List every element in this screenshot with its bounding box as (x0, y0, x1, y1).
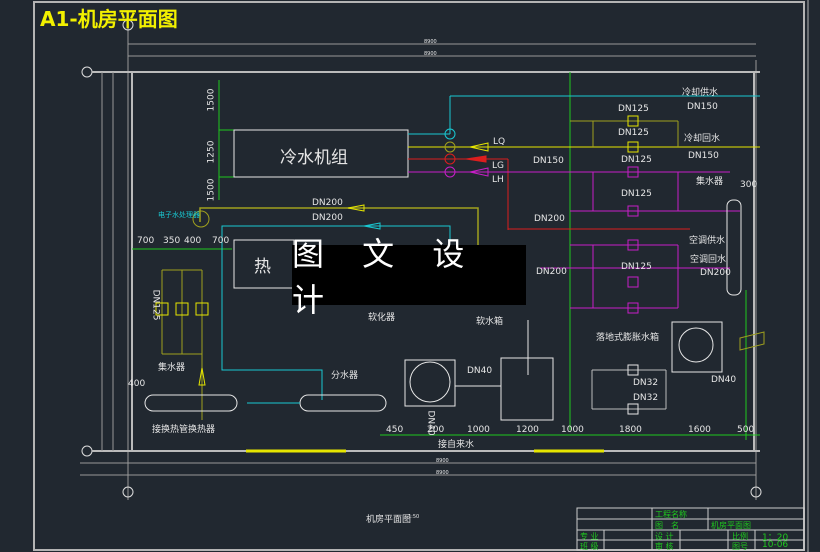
expansion-tank[interactable] (671, 321, 723, 373)
left-collector-bar[interactable] (144, 394, 238, 412)
dim-bottom-2: 200 (427, 425, 445, 435)
lh-label: LH (492, 175, 504, 185)
caption-scale: 1:50 (408, 514, 420, 520)
water-treatment-device[interactable] (192, 210, 210, 228)
dn200-label-e: DN200 (700, 268, 731, 278)
softener[interactable] (404, 359, 456, 407)
dim-top-1: 8900 (424, 39, 437, 45)
tb-number-value: 10-06 (762, 540, 789, 550)
dim-bottom-overall-2: 8900 (436, 470, 449, 476)
dn150-label-b: DN150 (688, 151, 719, 161)
drawing-frame (33, 1, 805, 551)
distributor-label: 分水器 (331, 371, 359, 381)
dn32-label-a: DN32 (633, 378, 659, 388)
tb-scale-value: 1：20 (762, 533, 789, 543)
green-dimension-lines (132, 72, 760, 440)
dim-bottom-7: 1600 (688, 425, 711, 435)
dim-left-2: 1250 (206, 140, 217, 164)
tb-major-label: 专 业 (580, 532, 599, 541)
dn40-label-b: DN40 (711, 375, 737, 385)
dim-bottom-1: 450 (386, 425, 404, 435)
dim-row-4: 700 (212, 236, 230, 246)
caption-name: 机房平面图 (366, 515, 412, 525)
soft-water-tank-label: 软水箱 (476, 317, 504, 327)
dn200-label-a: DN200 (312, 198, 343, 208)
dim-row-1: 700 (137, 236, 155, 246)
dn40-label-a: DN40 (467, 366, 493, 376)
axis-bubble-2-bottom (750, 486, 762, 498)
axis-bubble-1-top (122, 19, 134, 31)
dn200-label-d: DN200 (536, 267, 567, 277)
heat-pump-label: 热 (254, 257, 271, 277)
dim-top-2: 8900 (424, 51, 437, 57)
lg-label: LG (492, 161, 504, 171)
drawing-title: A1-机房平面图 (40, 7, 178, 31)
collector-left-label: 集水器 (158, 363, 186, 373)
right-collector[interactable] (726, 199, 742, 296)
dn125-label-3: DN125 (621, 155, 652, 165)
dn200-label-c: DN200 (534, 214, 565, 224)
exchanger-label: 接换热管换热器 (152, 425, 216, 435)
dn125-label-2: DN125 (618, 128, 649, 138)
dim-row-2: 350 (163, 236, 181, 246)
title-block (576, 507, 805, 551)
dn150-label-c: DN150 (533, 156, 564, 166)
dim-400: 400 (128, 379, 146, 389)
dim-row-3: 400 (184, 236, 202, 246)
cooling-supply-label: 冷却供水 (682, 88, 719, 98)
softener-label: 软化器 (368, 313, 396, 323)
watermark-overlay: 图 文 设 计 (292, 235, 526, 319)
dn125-label-5: DN125 (621, 262, 652, 272)
tb-drawing-name: 机房平面图 (711, 521, 751, 530)
dim-bottom-8: 500 (737, 425, 755, 435)
right-pump-array (570, 115, 740, 415)
chiller-label: 冷水机组 (280, 148, 348, 168)
tb-scale-label: 比例 (732, 532, 748, 541)
tb-review-label: 审 核 (655, 542, 674, 551)
dn125-label-4: DN125 (621, 189, 652, 199)
dim-left-3: 1500 (206, 178, 217, 202)
collector-right-label: 集水器 (696, 177, 724, 187)
dim-bottom-overall-1: 8900 (436, 458, 449, 464)
soft-water-tank[interactable] (500, 357, 554, 421)
dn125-vertical-label: DN125 (150, 289, 161, 321)
tb-number-label: 图号 (732, 542, 748, 551)
ac-return-label: 空调回水 (690, 255, 727, 265)
dim-300: 300 (740, 180, 758, 190)
dn125-label-1: DN125 (618, 104, 649, 114)
dn200-label-b: DN200 (312, 213, 343, 223)
tb-project-label: 工程名称 (655, 510, 687, 519)
dim-left-1: 1500 (206, 88, 217, 112)
dim-bottom-3: 1000 (467, 425, 490, 435)
dim-bottom-5: 1000 (561, 425, 584, 435)
chiller-unit[interactable] (233, 129, 409, 178)
dn32-label-b: DN32 (633, 393, 659, 403)
tap-water-label: 接自来水 (438, 440, 475, 450)
tb-class-label: 班 级 (580, 542, 599, 551)
tb-design-label: 设 计 (655, 532, 674, 541)
axis-bubble-1-bottom (122, 486, 134, 498)
left-pump-group (155, 269, 209, 420)
dim-bottom-4: 1200 (516, 425, 539, 435)
heat-pump-return-pipe (221, 225, 451, 260)
dim-bottom-6: 1800 (619, 425, 642, 435)
ac-supply-label: 空调供水 (689, 236, 726, 246)
lq-label: LQ (493, 137, 506, 147)
water-treatment-label: 电子水处理器 (158, 211, 200, 219)
cooling-return-label: 冷却回水 (684, 134, 721, 144)
tb-drawing-label: 图 名 (655, 521, 679, 530)
dn150-label-a: DN150 (687, 102, 718, 112)
expansion-tank-label: 落地式膨胀水箱 (596, 333, 660, 343)
